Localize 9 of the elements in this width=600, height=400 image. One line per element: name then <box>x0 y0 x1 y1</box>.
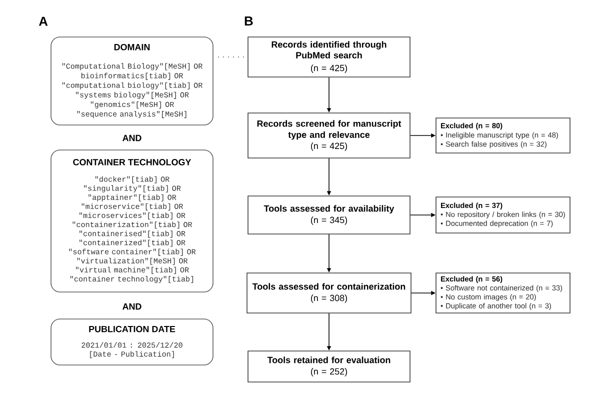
operator-label: AND <box>122 303 142 310</box>
panel-label: A <box>38 16 48 26</box>
process-box: Records screened for manuscript type and relevance (n = 425) <box>248 112 410 158</box>
process-box: Tools assessed for containerization (n = 308) <box>246 272 412 314</box>
process-box: Records identified through PubMed search (n = 425) <box>248 36 410 78</box>
panel-label: B <box>244 16 253 26</box>
process-box: Tools retained for evaluation (n = 252) <box>248 350 410 382</box>
operator-label: AND <box>122 134 142 142</box>
process-box: Tools assessed for availability (n = 345) <box>248 196 410 234</box>
